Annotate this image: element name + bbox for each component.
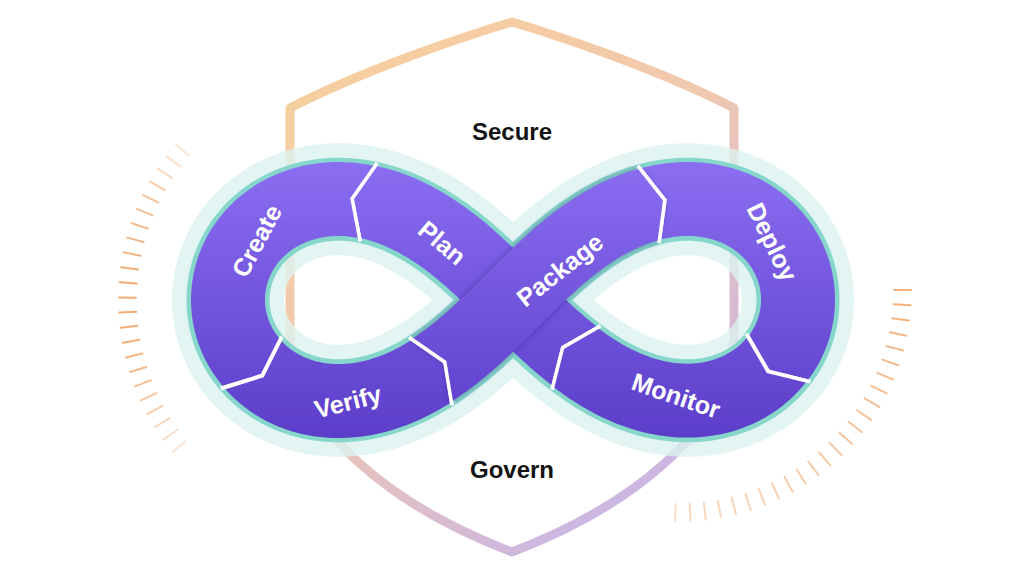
tick-mark bbox=[772, 483, 779, 498]
tick-mark bbox=[674, 504, 676, 521]
segment-fill bbox=[223, 339, 450, 438]
tick-mark bbox=[882, 360, 898, 366]
tick-mark bbox=[759, 489, 765, 505]
tick-mark bbox=[830, 443, 842, 455]
tick-mark bbox=[127, 238, 143, 242]
tick-mark bbox=[857, 410, 871, 420]
tick-mark bbox=[120, 282, 137, 283]
segment-divider bbox=[409, 337, 452, 405]
tick-mark bbox=[126, 353, 143, 357]
tick-mark bbox=[732, 498, 736, 514]
tick-mark bbox=[121, 267, 138, 269]
tick-mark bbox=[887, 346, 903, 350]
tick-mark bbox=[135, 380, 151, 386]
tick-mark bbox=[890, 332, 907, 335]
tick-mark bbox=[141, 393, 156, 400]
tick-mark bbox=[123, 340, 140, 343]
segment-divider bbox=[638, 166, 665, 243]
tick-mark bbox=[808, 461, 818, 475]
tick-mark bbox=[849, 422, 862, 432]
tick-mark bbox=[819, 452, 830, 465]
tick-mark bbox=[158, 169, 172, 178]
tick-mark bbox=[797, 469, 806, 483]
tick-mark bbox=[894, 304, 911, 305]
segment-divider bbox=[221, 337, 282, 389]
stage-segment: Package bbox=[403, 160, 671, 411]
tick-mark bbox=[704, 503, 706, 520]
tick-mark bbox=[745, 494, 750, 510]
tick-mark bbox=[718, 501, 721, 518]
tick-mark bbox=[164, 430, 178, 440]
segment-fill bbox=[554, 329, 808, 438]
tick-mark bbox=[137, 209, 153, 215]
shield-label: Govern bbox=[470, 458, 554, 482]
segment-shape bbox=[546, 320, 816, 444]
tick-mark bbox=[784, 477, 792, 492]
tick-mark bbox=[150, 182, 165, 190]
tick-mark bbox=[167, 156, 181, 166]
tick-mark bbox=[119, 311, 136, 314]
segment-fill bbox=[639, 162, 835, 380]
tick-mark bbox=[124, 252, 141, 255]
shield-outline-path bbox=[290, 22, 734, 552]
tick-mark bbox=[155, 418, 169, 427]
tick-mark bbox=[121, 326, 138, 328]
stage-segment: Monitor bbox=[546, 320, 816, 444]
tick-mark bbox=[130, 367, 146, 372]
tick-mark bbox=[840, 433, 853, 444]
tick-mark bbox=[176, 144, 189, 155]
tick-mark bbox=[871, 386, 886, 394]
tick-mark bbox=[689, 504, 692, 521]
segment-divider bbox=[352, 163, 377, 241]
tick-mark bbox=[143, 195, 158, 202]
tick-mark bbox=[865, 398, 880, 407]
shield-label: Secure bbox=[472, 120, 552, 144]
segment-divider bbox=[747, 334, 811, 382]
tick-mark bbox=[877, 373, 893, 380]
tick-mark bbox=[173, 441, 186, 452]
tick-mark bbox=[892, 318, 909, 320]
segment-divider bbox=[552, 326, 600, 390]
tick-mark bbox=[119, 296, 136, 298]
tick-mark bbox=[894, 289, 911, 291]
tick-mark bbox=[132, 223, 148, 228]
tick-mark bbox=[148, 406, 163, 414]
